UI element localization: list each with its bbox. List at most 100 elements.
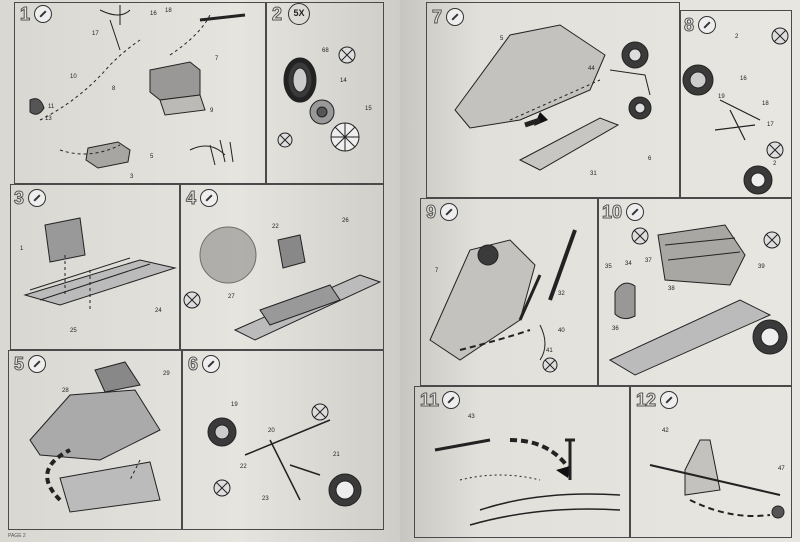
part-number-label: 5	[150, 154, 154, 160]
step-4-panel	[180, 184, 384, 350]
chassis-frame-drawing	[23, 259, 177, 306]
part-number-label: 26	[342, 218, 349, 224]
step-9-panel	[420, 198, 598, 386]
part-number-label: 3	[130, 174, 134, 180]
callout-icon	[34, 5, 52, 23]
part-number-label: 23	[262, 496, 269, 502]
part-number-label: 1	[20, 246, 24, 252]
callout-icon	[440, 203, 458, 221]
part-number-label: 22	[272, 224, 279, 230]
part-number-label: 14	[340, 78, 347, 84]
step-8-panel	[680, 10, 792, 198]
right-page-drawings: 5 44 6 31 2 16 19 18 17 2 7 32 40 41 35 …	[429, 24, 789, 526]
part-number-label: 20	[268, 428, 275, 434]
step-number-8: 8	[683, 15, 695, 35]
callout-icon	[698, 16, 716, 34]
part-number-label: 18	[762, 101, 769, 107]
callout-icon	[626, 203, 644, 221]
car-body-drawing	[454, 24, 606, 129]
step-2-panel	[266, 2, 384, 184]
part-number-label: 17	[767, 122, 774, 128]
part-number-label: 10	[70, 74, 77, 80]
step-3-panel	[10, 184, 180, 350]
part-number-label: 32	[558, 291, 565, 297]
part-number-label: 38	[668, 286, 675, 292]
quantity-badge: 5X	[288, 3, 310, 25]
step-6-panel	[182, 350, 384, 530]
part-number-label: 39	[758, 264, 765, 270]
part-number-label: 7	[435, 268, 439, 274]
step-number-3: 3	[13, 188, 25, 208]
step-number-11: 11	[419, 390, 440, 410]
car-body-drawing	[29, 389, 161, 461]
part-number-label: 5	[500, 36, 504, 42]
step-number-7: 7	[431, 7, 443, 27]
cowl-drawing	[657, 224, 746, 286]
part-number-label: 11	[48, 104, 55, 110]
part-number-label: 19	[718, 94, 725, 100]
part-number-label: 16	[150, 11, 157, 17]
part-number-label: 13	[45, 116, 52, 122]
step-number-10: 10	[601, 202, 623, 222]
callout-icon	[442, 391, 460, 409]
step-5-panel	[8, 350, 182, 530]
part-number-label: 35	[605, 264, 612, 270]
page-footer: PAGE 2	[8, 533, 26, 539]
part-number-label: 36	[612, 326, 619, 332]
step-1-panel	[14, 2, 266, 184]
part-number-label: 2	[735, 34, 739, 40]
gearbox-drawing	[85, 141, 131, 169]
part-number-label: 18	[165, 8, 172, 14]
callout-icon	[660, 391, 678, 409]
part-number-label: 16	[740, 76, 747, 82]
part-number-label: 25	[70, 328, 77, 334]
step-number-4: 4	[185, 188, 197, 208]
car-body-drawing	[429, 239, 536, 361]
part-number-label: 47	[778, 466, 785, 472]
callout-icon	[200, 189, 218, 207]
step-12-panel	[630, 386, 792, 538]
callout-icon	[202, 355, 220, 373]
part-number-label: 28	[62, 388, 69, 394]
part-number-label: 29	[163, 371, 170, 377]
step-number-12: 12	[635, 390, 657, 410]
part-number-label: 68	[322, 48, 329, 54]
step-number-1: 1	[19, 4, 31, 24]
step-number-6: 6	[187, 354, 199, 374]
step-number-5: 5	[13, 354, 25, 374]
part-number-label: 43	[468, 414, 475, 420]
part-number-label: 17	[92, 31, 99, 37]
part-number-label: 22	[240, 464, 247, 470]
part-number-label: 15	[365, 106, 372, 112]
part-number-labels: 5 44 6 31 2 16 19 18 17 2 7 32 40 41 35 …	[435, 34, 785, 472]
part-number-labels: 17 18 16 10 7 11 8 9 13 3 5 68 14 15 1 2…	[20, 8, 372, 502]
part-number-label: 7	[215, 56, 219, 62]
callout-icon	[28, 189, 46, 207]
step-11-panel	[414, 386, 630, 538]
undertray-drawing	[518, 117, 620, 171]
part-number-label: 2	[773, 161, 777, 167]
part-number-label: 40	[558, 328, 565, 334]
part-number-label: 42	[662, 428, 669, 434]
part-number-label: 41	[546, 348, 553, 354]
part-number-label: 24	[155, 308, 162, 314]
part-number-label: 27	[228, 294, 235, 300]
part-number-label: 31	[590, 171, 597, 177]
chassis-frame-drawing	[608, 299, 772, 376]
right-page: 7 8 9 10 11 12	[400, 0, 800, 542]
step-number-9: 9	[425, 202, 437, 222]
left-page-drawings: 17 18 16 10 7 11 8 9 13 3 5 68 14 15 1 2…	[20, 5, 382, 513]
part-number-label: 19	[231, 402, 238, 408]
part-number-label: 37	[645, 258, 652, 264]
step-10-panel	[598, 198, 792, 386]
step-7-panel	[426, 2, 680, 198]
callout-icon	[446, 8, 464, 26]
part-number-label: 8	[112, 86, 116, 92]
part-number-label: 9	[210, 108, 214, 114]
part-number-label: 44	[588, 66, 595, 72]
callout-icon	[28, 355, 46, 373]
step-number-2: 2	[271, 4, 283, 24]
part-number-label: 6	[648, 156, 652, 162]
part-number-label: 21	[333, 452, 340, 458]
